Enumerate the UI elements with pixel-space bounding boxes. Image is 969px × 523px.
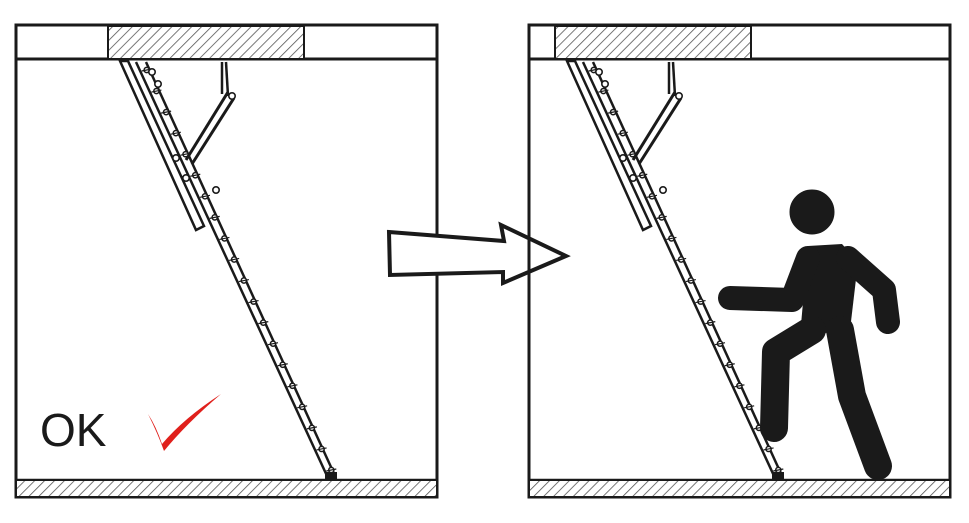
folding-ladder-icon <box>565 59 785 480</box>
checkmark-icon <box>148 394 221 451</box>
walking-person-icon <box>718 189 900 480</box>
attic-hatch-opening <box>554 25 752 60</box>
floor-hatch <box>17 481 436 496</box>
panel-climbing <box>527 23 952 499</box>
attic-hatch-opening <box>107 25 305 60</box>
floor-hatch <box>530 481 949 496</box>
panel-ladder-ok: OK <box>14 23 439 499</box>
right-arrow-icon <box>386 221 571 287</box>
folding-ladder-icon <box>118 59 338 480</box>
status-label: OK <box>40 404 107 456</box>
